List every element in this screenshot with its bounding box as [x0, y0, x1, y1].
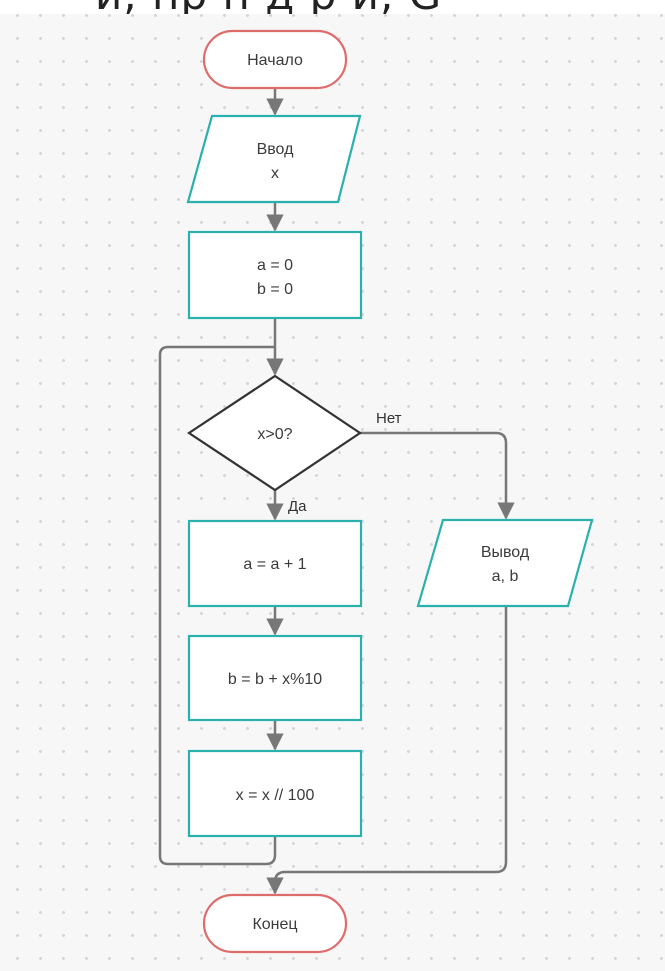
div-x-label: x = x // 100 — [236, 787, 315, 804]
edge-cond-output — [360, 431, 515, 520]
node-start: Начало — [202, 29, 348, 90]
add-b-label: b = b + x%10 — [228, 671, 322, 688]
node-output: Вывод a, b — [416, 518, 594, 608]
inc-a-shape — [187, 519, 363, 608]
node-add-b: b = b + x%10 — [187, 634, 363, 722]
start-label: Начало — [247, 52, 303, 69]
node-init: a = 0 b = 0 — [187, 230, 363, 320]
end-shape — [202, 893, 348, 954]
inc-a-label: a = a + 1 — [243, 556, 306, 573]
edge-label-yes: Да — [288, 498, 307, 515]
start-shape — [202, 29, 348, 90]
edge-output-end — [266, 606, 508, 895]
top-strip-text: и, пр н д р и, G — [95, 0, 442, 14]
node-input: Ввод x — [186, 114, 362, 204]
node-div-x: x = x // 100 — [187, 749, 363, 838]
output-shape — [416, 518, 594, 608]
add-b-shape — [187, 634, 363, 722]
node-inc-a: a = a + 1 — [187, 519, 363, 608]
input-line1: Ввод — [257, 141, 295, 158]
output-line1: Вывод — [481, 544, 530, 561]
node-end: Конец — [202, 893, 348, 954]
edge-loop-back — [158, 345, 277, 866]
input-shape — [186, 114, 362, 204]
init-line1: a = 0 — [257, 257, 293, 274]
init-line2: b = 0 — [257, 281, 293, 298]
edges — [158, 88, 515, 895]
cond-shape — [187, 374, 362, 492]
end-label: Конец — [252, 916, 297, 933]
input-line2: x — [271, 165, 279, 182]
edge-label-no: Нет — [376, 410, 402, 427]
div-x-shape — [187, 749, 363, 838]
cond-label: x>0? — [257, 426, 292, 443]
init-shape — [187, 230, 363, 320]
node-cond: x>0? — [187, 374, 362, 492]
output-line2: a, b — [492, 568, 519, 585]
top-strip: и, пр н д р и, G — [0, 0, 665, 14]
